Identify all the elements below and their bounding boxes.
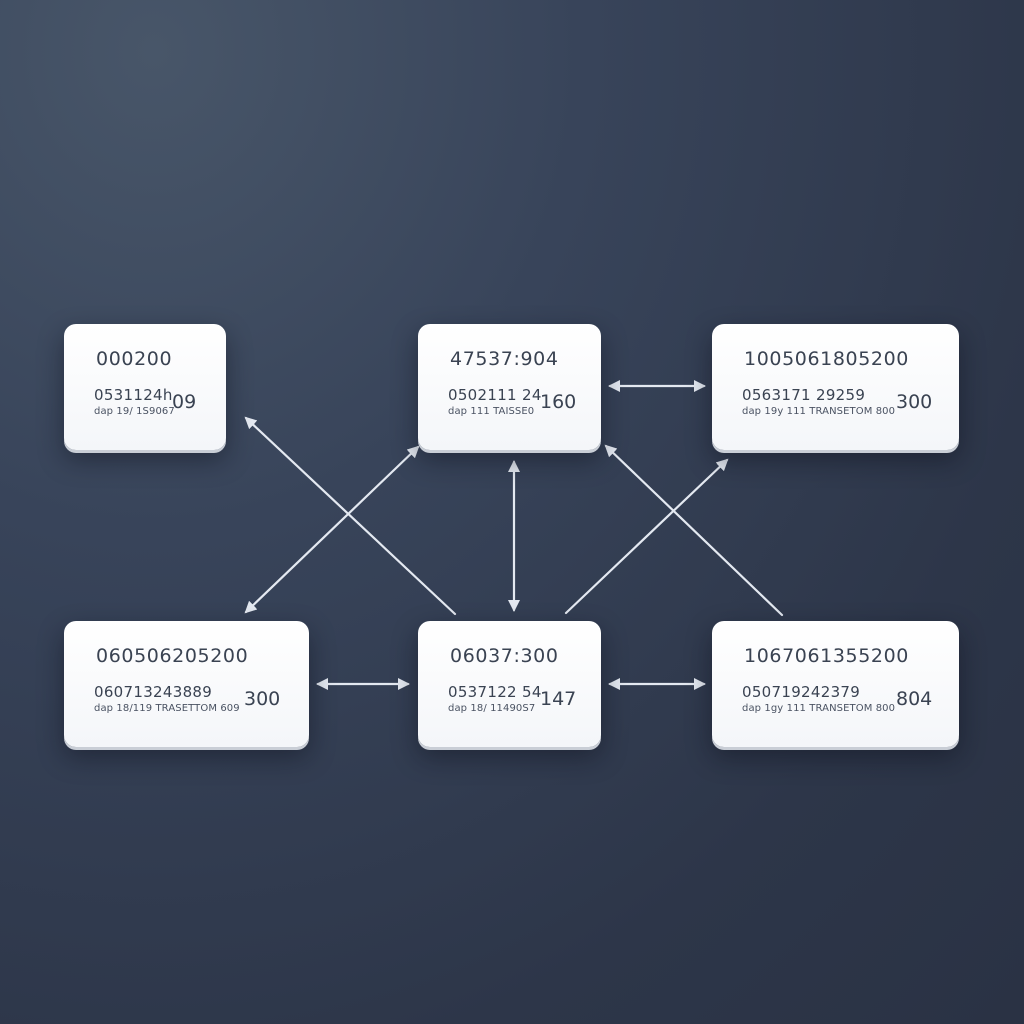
node-meta: dap 19y 111 TRANSETOM 800 [742, 406, 896, 417]
node-reference: 0537122 54 [448, 683, 542, 701]
node-card-top-left[interactable]: 000200 0531124h 09 dap 19/ 1S9067 [64, 324, 226, 450]
node-value: 000200 [96, 348, 173, 370]
node-meta: dap 18/ 11490S7 [448, 703, 536, 714]
node-meta: dap 19/ 1S9067 [94, 406, 175, 417]
node-value: 060506205200 [96, 645, 249, 667]
node-reference: 0531124h [94, 386, 173, 404]
node-value: 06037:300 [450, 645, 559, 667]
node-card-top-right[interactable]: 1005061805200 0563171 29259 300 dap 19y … [712, 324, 959, 450]
node-meta: dap 18/119 TRASETTOM 609 [94, 703, 240, 714]
node-value: 1067061355200 [744, 645, 909, 667]
node-reference: 060713243889 [94, 683, 213, 701]
node-amount: 300 [896, 391, 933, 413]
node-reference: 0502111 24 [448, 386, 542, 404]
node-card-top-center[interactable]: 47537:904 0502111 24 160 dap 111 TAISSE0 [418, 324, 601, 450]
node-amount: 09 [172, 391, 197, 413]
node-reference: 050719242379 [742, 683, 861, 701]
node-reference: 0563171 29259 [742, 386, 866, 404]
connector-bottom-center-to-top-right [564, 458, 729, 615]
node-value: 47537:904 [450, 348, 559, 370]
node-amount: 300 [244, 688, 281, 710]
node-meta: dap 1gy 111 TRANSETOM 800 [742, 703, 896, 714]
node-card-bottom-right[interactable]: 1067061355200 050719242379 804 dap 1gy 1… [712, 621, 959, 747]
node-card-bottom-center[interactable]: 06037:300 0537122 54 147 dap 18/ 11490S7 [418, 621, 601, 747]
node-amount: 160 [540, 391, 577, 413]
node-amount: 147 [540, 688, 577, 710]
node-value: 1005061805200 [744, 348, 909, 370]
connector-bottom-right-to-top-center [604, 444, 784, 617]
node-card-bottom-left[interactable]: 060506205200 060713243889 300 dap 18/119… [64, 621, 309, 747]
connector-top-center-bottom-left [244, 445, 420, 614]
node-meta: dap 111 TAISSE0 [448, 406, 535, 417]
node-amount: 804 [896, 688, 933, 710]
